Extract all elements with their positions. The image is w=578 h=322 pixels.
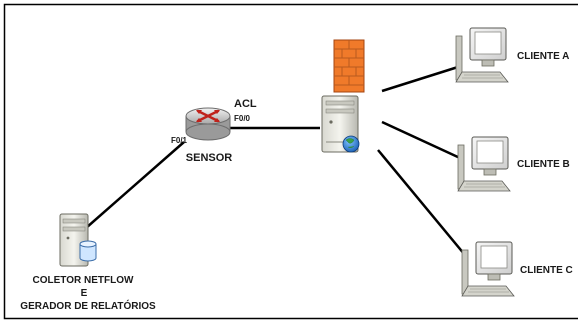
client-b-label: CLIENTE B: [517, 159, 570, 170]
link-server-client-c: [377, 149, 466, 256]
firewall-icon: [333, 39, 365, 93]
database-server-icon: [59, 213, 97, 267]
port-f01-label: F0/1: [171, 136, 188, 145]
acl-label: ACL: [234, 98, 257, 110]
port-f00-label: F0/0: [234, 114, 251, 123]
diagram-frame: [3, 3, 578, 320]
collector-label-line2: E: [81, 288, 88, 299]
router-icon: [185, 107, 231, 141]
link-collector-sensor: [77, 141, 185, 236]
collector-label-line3: GERADOR DE RELATÓRIOS: [20, 299, 156, 312]
link-server-client-a: [381, 65, 459, 93]
sensor-label: SENSOR: [186, 152, 233, 164]
client-c-label: CLIENTE C: [520, 265, 573, 276]
web-server-icon: [321, 95, 360, 153]
desktop-computer-icon: [461, 241, 515, 297]
link-server-client-b: [381, 120, 461, 160]
desktop-computer-icon: [455, 27, 509, 83]
collector-label-line1: COLETOR NETFLOW: [33, 275, 134, 286]
desktop-computer-icon: [457, 136, 511, 192]
client-a-label: CLIENTE A: [517, 51, 569, 62]
